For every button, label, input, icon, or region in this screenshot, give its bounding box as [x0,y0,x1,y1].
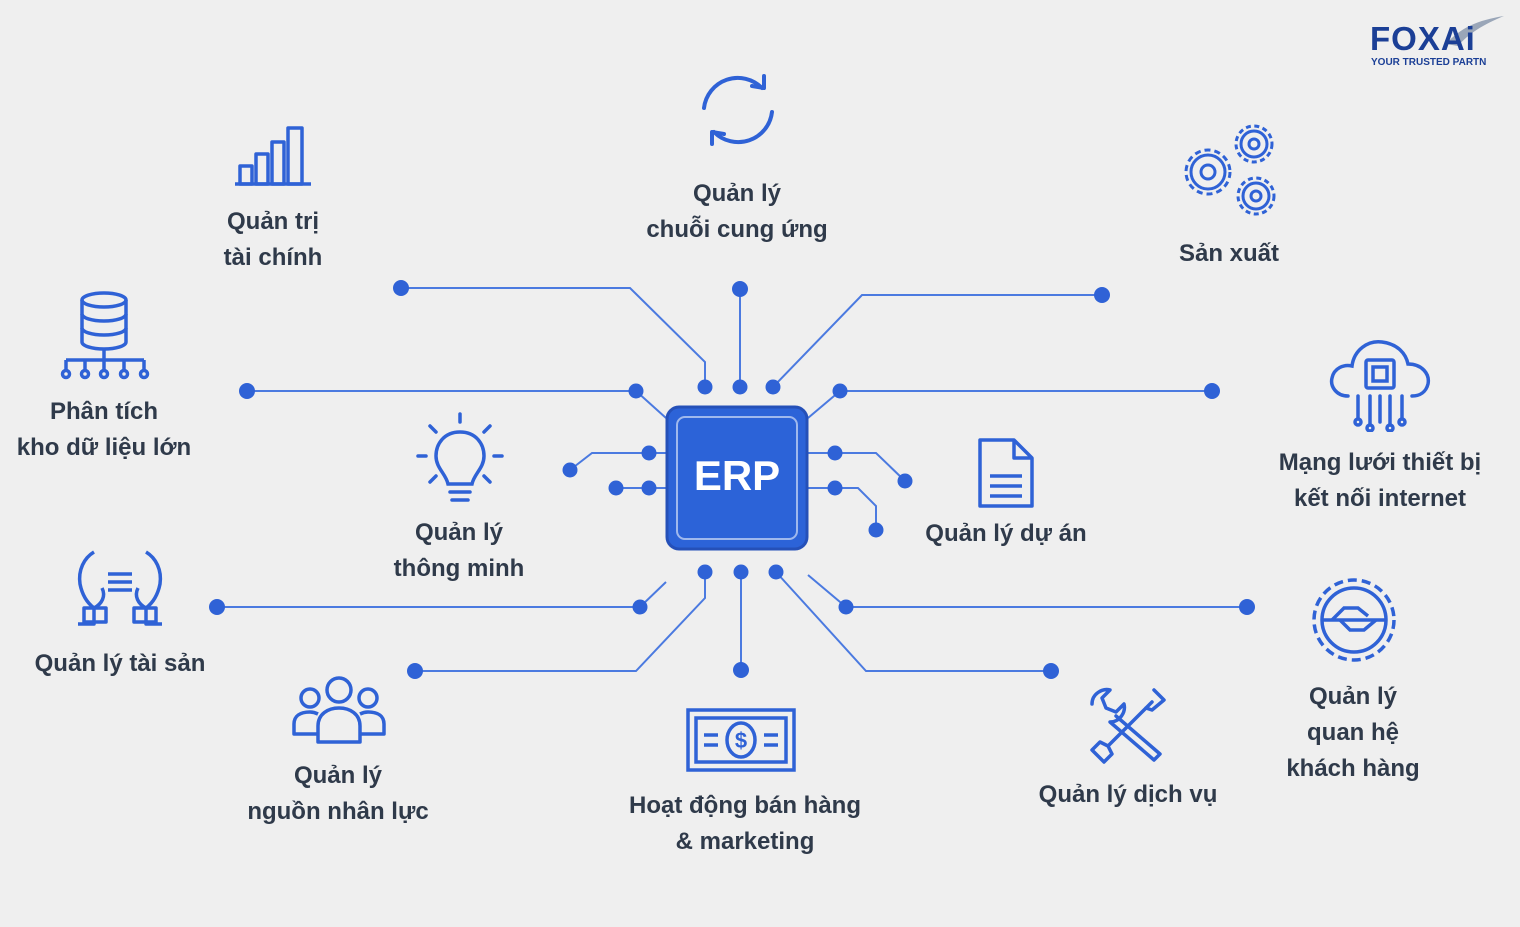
wrench-screwdriver-icon [1088,686,1168,766]
logo-swoosh-icon [1446,16,1504,46]
node-dot [628,383,644,399]
erp-chip [665,405,809,551]
node-dot [641,445,657,461]
banknote-icon: $ [686,708,796,772]
bar-chart-icon [232,122,314,188]
node-dot [827,445,843,461]
document-icon [974,436,1038,510]
svg-text:$: $ [735,728,747,753]
node-dot [641,480,657,496]
node-dot [407,663,423,679]
cloud-chip-icon [1328,336,1432,432]
node-dot [732,281,748,297]
wire-finance [401,287,706,387]
node-dot [765,379,781,395]
gears-icon [1174,120,1286,222]
node-dot [209,599,225,615]
node-dot [733,564,749,580]
node-dot [697,564,713,580]
logo-tagline: YOUR TRUSTED PARTN [1371,57,1487,68]
node-dot [838,599,854,615]
label-assets: Quản lý tài sản [34,650,206,677]
node-dot [393,280,409,296]
label-project: Quản lý dự án [925,520,1087,547]
wire-right-short-2 [808,487,877,530]
node-dot [632,599,648,615]
wire-service [775,571,1051,672]
label-service: Quản lý dịch vụ [1038,781,1218,808]
wire-left-short-1 [569,452,666,471]
node-dot [562,462,578,478]
label-sales: Hoạt động bán hàng& marketing [629,792,861,855]
wire-hr [415,572,706,672]
node-dot [733,662,749,678]
node-dot [1094,287,1110,303]
wire-right-short-1 [808,452,906,482]
node-dot [608,480,624,496]
node-dot [1204,383,1220,399]
erp-center-label: ERP [693,452,781,499]
node-dot [732,379,748,395]
node-dot [832,383,848,399]
label-manufacturing: Sản xuất [1178,240,1280,267]
node-dot [868,522,884,538]
wire-crm [807,574,1247,608]
foxai-logo: FOXAi YOUR TRUSTED PARTN [1368,14,1508,74]
node-dot [239,383,255,399]
node-dot [1043,663,1059,679]
node-dot [827,480,843,496]
node-dot [1239,599,1255,615]
node-dot [768,564,784,580]
wire-manufacturing [772,294,1102,388]
sync-arrows-icon [692,70,784,150]
database-icon [58,290,150,382]
handshake-gear-icon [1306,574,1402,666]
node-dot [897,473,913,489]
logo-wordmark: FOXAi [1370,20,1476,57]
people-group-icon [290,674,388,746]
wire-iot [807,390,1212,419]
lightbulb-icon [414,410,506,510]
hands-asset-icon [72,548,168,628]
node-dot [697,379,713,395]
